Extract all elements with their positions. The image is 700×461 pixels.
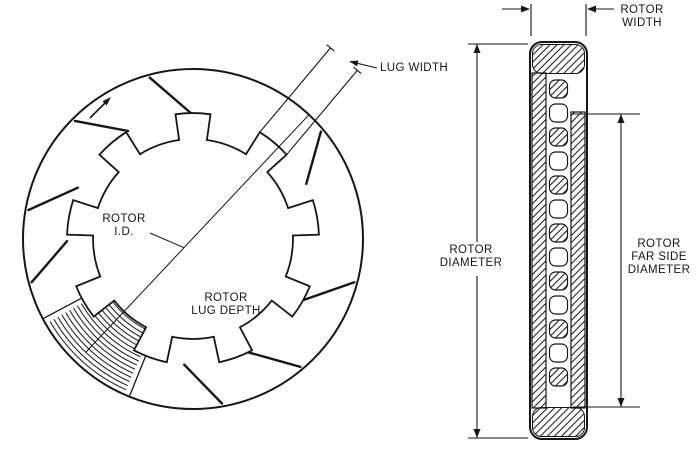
lug-width-label: LUG WIDTH bbox=[380, 62, 448, 74]
svg-text:ROTOR: ROTOR bbox=[204, 292, 247, 304]
id-reference-line bbox=[85, 114, 310, 353]
rim-top-section bbox=[532, 44, 585, 74]
svg-text:ROTOR: ROTOR bbox=[637, 238, 680, 250]
rotor-id-label: ROTOR I.D. bbox=[102, 213, 145, 238]
rotation-direction-arrow-icon bbox=[89, 97, 111, 119]
svg-text:ROTOR: ROTOR bbox=[102, 213, 145, 225]
hatch-arc bbox=[76, 305, 139, 362]
svg-text:FAR SIDE: FAR SIDE bbox=[631, 251, 687, 263]
hatch-arc bbox=[80, 303, 141, 358]
rotor-front-view: LUG WIDTH ROTOR I.D. ROTOR LUG DEPTH bbox=[22, 44, 448, 410]
rotor-side-view: ROTOR WIDTH ROTOR DIAMETER bbox=[440, 4, 691, 440]
svg-text:DIAMETER: DIAMETER bbox=[628, 264, 691, 276]
hatch-arc bbox=[61, 314, 132, 378]
svg-text:I.D.: I.D. bbox=[114, 226, 134, 238]
rotor-width-dimension: ROTOR WIDTH bbox=[502, 4, 663, 36]
rotor-diameter-label: ROTOR DIAMETER bbox=[440, 244, 503, 269]
far-side-plate-section bbox=[570, 111, 586, 409]
hatch-arc bbox=[73, 307, 138, 366]
hatch-arc bbox=[53, 319, 128, 387]
rotor-far-side-diameter-label: ROTOR FAR SIDE DIAMETER bbox=[628, 238, 691, 276]
rotor-face-slots bbox=[27, 76, 356, 405]
rotor-lug-depth-label: ROTOR LUG DEPTH bbox=[191, 292, 260, 317]
hatch-arc bbox=[57, 316, 130, 382]
near-side-plate-section bbox=[531, 72, 547, 409]
leader-arrowhead-icon bbox=[349, 60, 359, 67]
rim-bottom-section bbox=[532, 407, 585, 437]
svg-text:ROTOR: ROTOR bbox=[449, 244, 492, 256]
rotor-id-leader bbox=[149, 232, 185, 249]
svg-text:ROTOR: ROTOR bbox=[620, 4, 663, 16]
rotor-far-side-diameter-dimension: ROTOR FAR SIDE DIAMETER bbox=[573, 113, 691, 408]
svg-text:DIAMETER: DIAMETER bbox=[440, 257, 503, 269]
hatch-arc bbox=[69, 310, 136, 370]
lug-width-extension-lines bbox=[259, 44, 362, 156]
svg-text:WIDTH: WIDTH bbox=[622, 17, 662, 29]
rotor-width-label: ROTOR WIDTH bbox=[620, 4, 663, 29]
lug-width-leader bbox=[349, 60, 378, 69]
hatch-arc bbox=[65, 312, 134, 374]
svg-text:LUG DEPTH: LUG DEPTH bbox=[191, 305, 260, 317]
lug-width-text: LUG WIDTH bbox=[380, 62, 448, 74]
hatch-arc bbox=[49, 321, 127, 391]
rotor-diameter-dimension: ROTOR DIAMETER bbox=[440, 43, 528, 439]
